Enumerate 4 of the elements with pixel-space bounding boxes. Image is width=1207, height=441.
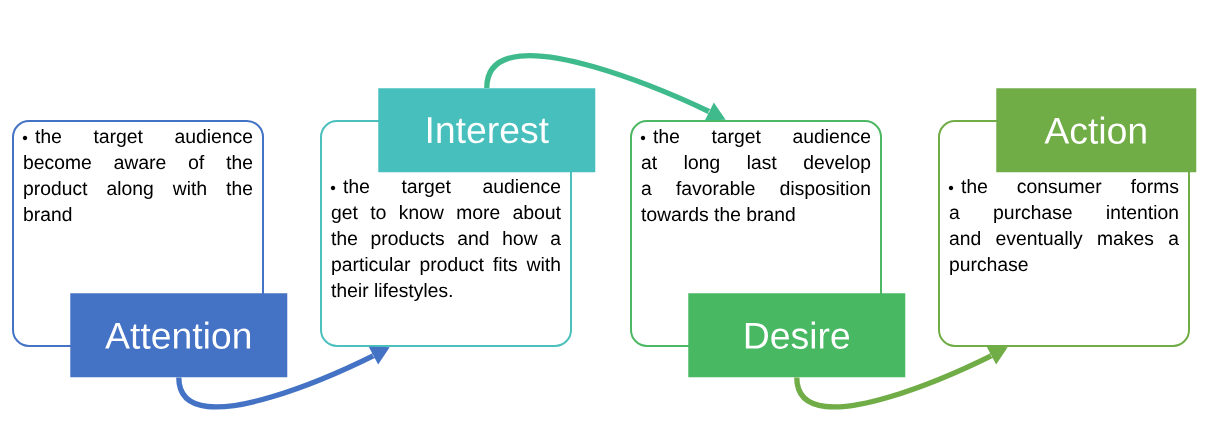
stage-heading-box: Desire: [688, 293, 906, 378]
stage-heading-box: Interest: [378, 88, 596, 173]
stage-heading-box: Attention: [70, 293, 288, 378]
stage-heading-box: Action: [996, 88, 1197, 173]
